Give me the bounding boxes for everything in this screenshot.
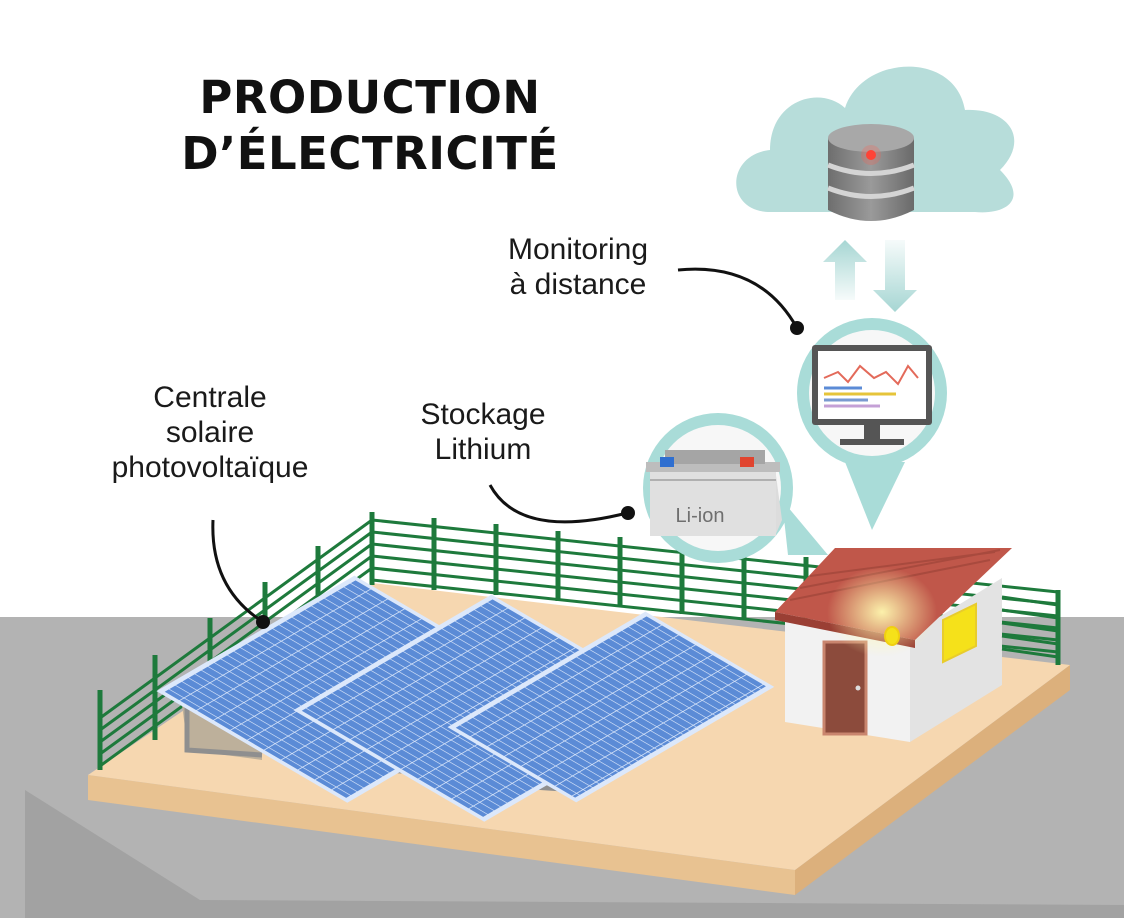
arrow-up-icon [823,240,867,300]
platform-shadow [25,790,1124,918]
window-light [942,602,977,664]
solar-label-line-3: photovoltaïque [111,451,309,484]
solar-panels [156,575,775,822]
database-icon [827,124,915,221]
monitor-icon [812,345,932,445]
fence-right [1001,595,1059,659]
wall-lamp [884,626,900,646]
solar-plant-label: Centrale solaire photovoltaïque [60,380,360,485]
title-line-2: D’ÉLECTRICITÉ [181,127,559,180]
arrow-down-icon [873,240,917,312]
battery-label: Li-ion [676,505,725,527]
battery-icon [646,450,782,536]
solar-callout-line [211,519,264,624]
fence-left [97,518,373,770]
building [775,548,1012,742]
monitoring-label-line-2: à distance [509,268,647,301]
solar-callout-dot [256,615,270,629]
solar-label-line-2: solaire [165,416,255,449]
data-arrows [823,240,917,312]
monitoring-label-line-1: Monitoring [507,233,649,266]
page-title: PRODUCTION D’ÉLECTRICITÉ [160,70,580,182]
solar-panel-right [447,611,775,803]
storage-callout-dot [621,506,635,520]
solar-label-line-1: Centrale [153,381,267,414]
storage-label-line-1: Stockage [420,398,546,431]
callout-lines [211,267,799,624]
monitoring-callout-dot [790,321,804,335]
remote-monitoring-label: Monitoring à distance [473,232,683,302]
light-glow [827,567,937,657]
title-line-1: PRODUCTION [199,71,541,124]
storage-callout-line [488,484,628,524]
storage-label-line-2: Lithium [434,433,532,466]
monitoring-callout-line [677,267,799,329]
lithium-storage-label: Stockage Lithium [383,397,583,467]
